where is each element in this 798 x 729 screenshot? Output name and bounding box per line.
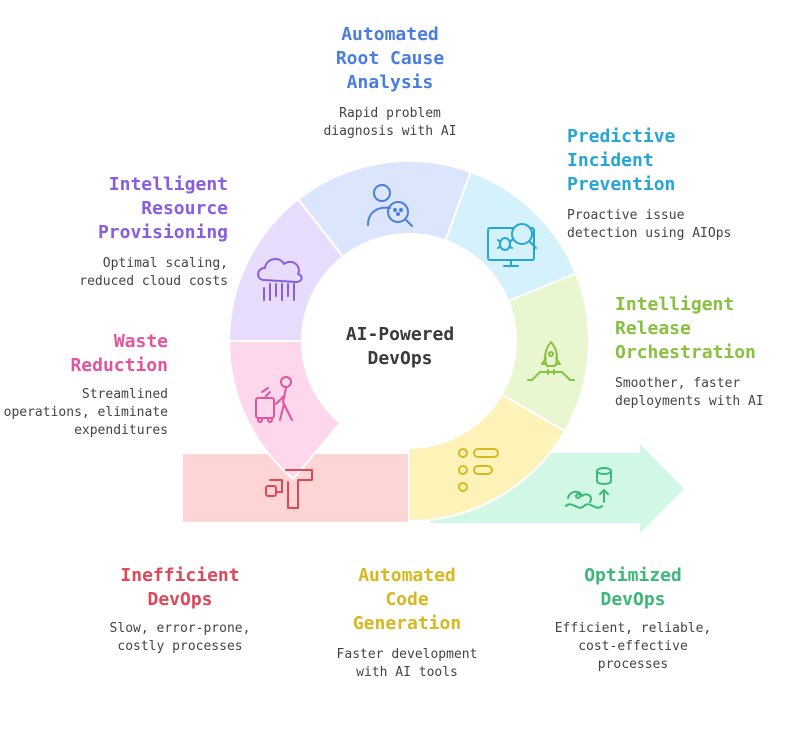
database-growth-icon xyxy=(565,467,612,509)
stage-title: Automated Root Cause Analysis xyxy=(335,24,445,93)
stage-desc: Proactive issue detection using AIOps xyxy=(567,208,732,241)
stage-title: Waste Reduction xyxy=(70,331,168,376)
stage-incident: Predictive Incident Prevention Proactive… xyxy=(567,125,787,243)
stage-desc: Rapid problem diagnosis with AI xyxy=(323,106,457,139)
exit-arrows-icon xyxy=(265,469,313,509)
stage-desc: Faster development with AI tools xyxy=(336,647,478,680)
stage-provisioning: Intelligent Resource Provisioning Optima… xyxy=(40,173,228,291)
user-search-icon xyxy=(367,184,413,227)
trash-cart-person-icon xyxy=(255,376,293,423)
center-title: AI-Powered DevOps xyxy=(345,324,455,369)
stage-optimized: Optimized DevOps Efficient, reliable, co… xyxy=(533,564,733,674)
stage-title: Optimized DevOps xyxy=(584,565,682,610)
stage-title: Predictive Incident Prevention xyxy=(567,126,676,195)
stage-title: Inefficient DevOps xyxy=(120,565,240,610)
stage-release: Intelligent Release Orchestration Smooth… xyxy=(615,293,795,411)
stage-rootcause: Automated Root Cause Analysis Rapid prob… xyxy=(290,23,490,141)
rocket-launch-icon xyxy=(527,341,575,381)
stage-waste: Waste Reduction Streamlined operations, … xyxy=(0,330,168,440)
stage-desc: Efficient, reliable, cost-effective proc… xyxy=(554,621,712,672)
stage-desc: Streamlined operations, eliminate expend… xyxy=(3,387,168,438)
stage-desc: Optimal scaling, reduced cloud costs xyxy=(79,256,228,289)
stage-codegen: Automated Code Generation Faster develop… xyxy=(307,564,507,682)
stage-title: Intelligent Resource Provisioning xyxy=(97,174,228,243)
code-list-icon xyxy=(458,448,499,492)
cloud-circuit-icon xyxy=(257,258,303,301)
monitor-bug-search-icon xyxy=(487,223,537,267)
stage-title: Intelligent Release Orchestration xyxy=(615,294,756,363)
stage-inefficient: Inefficient DevOps Slow, error-prone, co… xyxy=(90,564,270,656)
stage-desc: Smoother, faster deployments with AI xyxy=(615,376,764,409)
stage-title: Automated Code Generation xyxy=(352,565,462,634)
stage-desc: Slow, error-prone, costly processes xyxy=(109,621,251,654)
